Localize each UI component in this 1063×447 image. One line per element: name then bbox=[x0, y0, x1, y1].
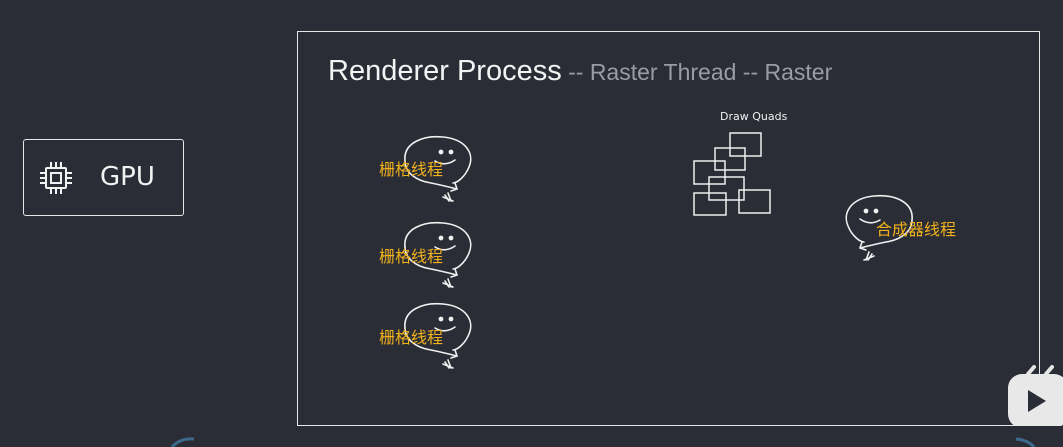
process-title: Renderer Process -- Raster Thread -- Ras… bbox=[328, 52, 832, 94]
chip-icon bbox=[40, 162, 72, 194]
raster-thread-label: 栅格线程 bbox=[379, 160, 444, 179]
compositor-thread-icon bbox=[845, 194, 913, 261]
raster-thread-icon bbox=[404, 135, 472, 202]
decorative-arc bbox=[170, 437, 195, 447]
raster-thread-label: 栅格线程 bbox=[379, 328, 444, 347]
renderer-process-frame: Renderer Process -- Raster Thread -- Ras… bbox=[297, 31, 1040, 426]
gpu-box: GPU bbox=[23, 139, 184, 216]
quad bbox=[738, 189, 771, 214]
compositor-thread-label: 合成器线程 bbox=[876, 220, 957, 239]
raster-thread-icon bbox=[404, 221, 472, 288]
decorative-arc bbox=[1015, 437, 1036, 447]
process-title-sub: -- Raster Thread -- Raster bbox=[561, 59, 833, 85]
process-title-main: Renderer Process bbox=[328, 55, 562, 87]
draw-quads-icon bbox=[693, 132, 771, 216]
gpu-label: GPU bbox=[100, 162, 155, 192]
raster-thread-label: 栅格线程 bbox=[379, 247, 444, 266]
quad bbox=[714, 147, 746, 171]
draw-quads-label: Draw Quads bbox=[720, 110, 788, 123]
raster-thread-icon bbox=[404, 302, 472, 369]
quad bbox=[693, 192, 727, 216]
play-icon[interactable] bbox=[1006, 364, 1063, 426]
